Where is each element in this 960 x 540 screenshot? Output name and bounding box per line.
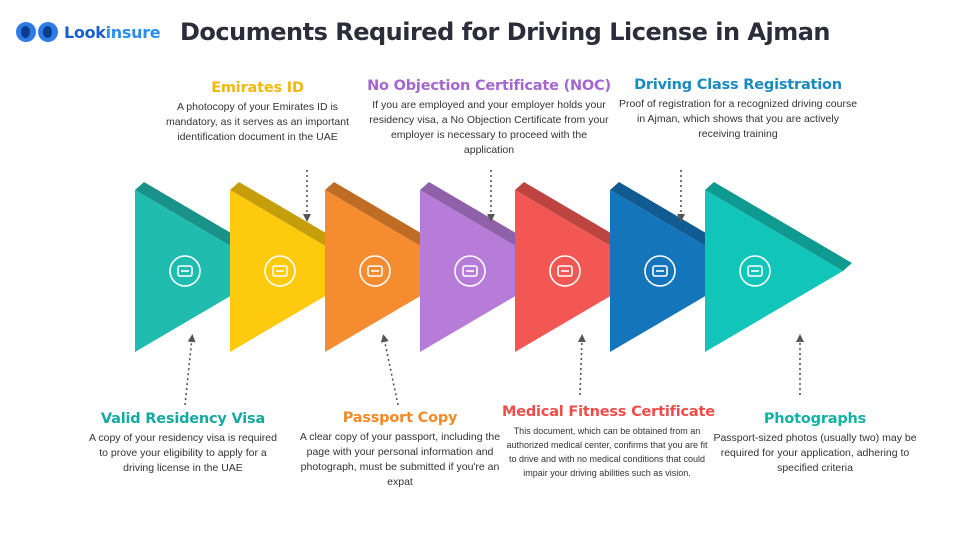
dotted-connector-5 xyxy=(380,334,399,406)
arrow-bevel-7 xyxy=(705,182,852,271)
step-card-noc: No Objection Certificate (NOC) If you ar… xyxy=(366,78,612,158)
step-title: Driving Class Registration xyxy=(634,77,842,93)
page-title: Documents Required for Driving License i… xyxy=(180,18,831,46)
handshake-icon xyxy=(549,255,581,287)
step-card-valid-residency-visa: Valid Residency Visa A copy of your resi… xyxy=(88,411,278,476)
logo-text: Lookinsure xyxy=(64,22,161,42)
step-title: Photographs xyxy=(763,411,867,427)
step-description: A photocopy of your Emirates ID is manda… xyxy=(165,101,350,143)
step-card-passport-copy: Passport Copy A clear copy of your passp… xyxy=(295,410,505,490)
step-description: If you are employed and your employer ho… xyxy=(369,99,609,156)
step-title: Valid Residency Visa xyxy=(100,411,266,427)
logo-eyes-icon xyxy=(16,22,58,42)
step-card-emirates-id: Emirates ID A photocopy of your Emirates… xyxy=(150,80,365,145)
logo-text-part1: Look xyxy=(64,22,106,42)
logo-text-part2: insure xyxy=(105,22,161,42)
arrow-shape-2 xyxy=(230,190,368,352)
idea-box-icon xyxy=(359,255,391,287)
step-card-medical-fitness-certificate: Medical Fitness Certificate This documen… xyxy=(502,404,715,480)
dotted-connector-4 xyxy=(184,334,196,406)
arrow-shape-7 xyxy=(705,190,843,352)
step-title: Emirates ID xyxy=(211,80,304,96)
chess-knight-icon xyxy=(739,255,771,287)
step-card-photographs: Photographs Passport-sized photos (usual… xyxy=(710,411,920,476)
step-card-driving-class-registration: Driving Class Registration Proof of regi… xyxy=(618,77,858,142)
arrow-shape-5 xyxy=(515,190,653,352)
shopping-basket-icon xyxy=(169,255,201,287)
dollar-network-icon xyxy=(454,255,486,287)
arrow-shape-1 xyxy=(135,190,273,352)
shield-bulb-icon xyxy=(644,255,676,287)
step-title: No Objection Certificate (NOC) xyxy=(367,78,611,94)
step-title: Passport Copy xyxy=(342,410,458,426)
brand-logo: Lookinsure xyxy=(16,22,161,42)
step-description: Passport-sized photos (usually two) may … xyxy=(713,432,917,474)
step-description: Proof of registration for a recognized d… xyxy=(618,98,858,140)
arrow-shape-3 xyxy=(325,190,463,352)
step-title: Medical Fitness Certificate xyxy=(502,404,715,420)
arrow-shape-4 xyxy=(420,190,558,352)
gear-icon xyxy=(264,255,296,287)
arrow-shape-6 xyxy=(610,190,748,352)
step-description: A copy of your residency visa is require… xyxy=(89,432,277,474)
dotted-connector-6 xyxy=(577,334,586,396)
step-description: A clear copy of your passport, including… xyxy=(299,431,501,488)
step-description: This document, which can be obtained fro… xyxy=(506,426,708,478)
